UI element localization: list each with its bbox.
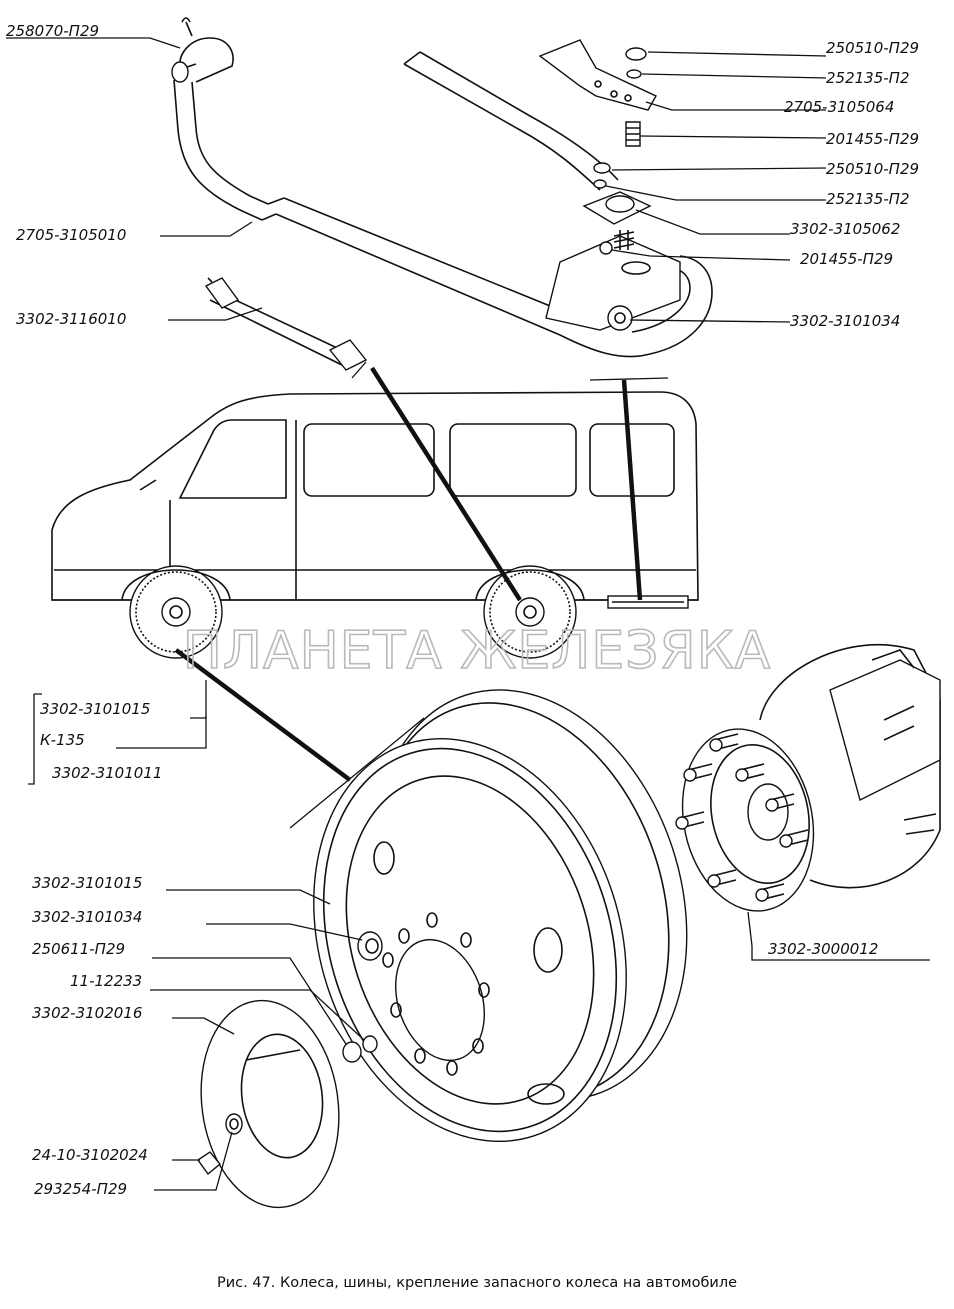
label-2705-3105064: 2705-3105064: [784, 98, 894, 116]
valve-extension-hose: [204, 277, 368, 371]
label-2705-3105010: 2705-3105010: [16, 226, 126, 244]
label-250510-p29-a: 250510-П29: [826, 39, 919, 57]
label-252135-p2-a: 252135-П2: [826, 69, 910, 87]
label-24-10-3102024: 24-10-3102024: [32, 1146, 148, 1164]
spare-wheel-holder-bracket: [171, 17, 713, 358]
label-3302-3116010: 3302-3116010: [16, 310, 126, 328]
label-252135-p2-b: 252135-П2: [826, 190, 910, 208]
label-3302-3101034-top: 3302-3101034: [790, 312, 900, 330]
label-3302-3101015-bot: 3302-3101015: [32, 874, 142, 892]
label-3302-3105062: 3302-3105062: [790, 220, 900, 238]
label-250510-p29-b: 250510-П29: [826, 160, 919, 178]
label-3302-3000012: 3302-3000012: [768, 940, 878, 958]
label-11-12233: 11-12233: [70, 972, 142, 990]
part-labels: 258070-П29 250510-П29 252135-П2 2705-310…: [6, 22, 919, 1198]
label-258070-p29: 258070-П29: [6, 22, 99, 40]
label-k-135: К-135: [40, 731, 85, 749]
label-3302-3101015-top: 3302-3101015: [40, 700, 150, 718]
label-201455-p29-a: 201455-П29: [826, 130, 919, 148]
reference-lines: [174, 361, 669, 829]
wheel-hub: [675, 644, 941, 912]
leader-lines: [6, 37, 930, 1191]
label-250611-p29: 250611-П29: [32, 940, 125, 958]
label-201455-p29-b: 201455-П29: [800, 250, 893, 268]
watermark-text: ПЛАНЕТА ЖЕЛЕЗЯКА: [183, 621, 771, 681]
label-3302-3101034-bot: 3302-3101034: [32, 908, 142, 926]
label-3302-3101011: 3302-3101011: [52, 764, 162, 782]
label-3302-3102016: 3302-3102016: [32, 1004, 142, 1022]
van-illustration: [51, 391, 699, 659]
label-293254-p29: 293254-П29: [34, 1180, 127, 1198]
figure-caption: Рис. 47. Колеса, шины, крепление запасно…: [217, 1275, 737, 1291]
hub-cap: [197, 999, 340, 1209]
wheel-rim-assembly: [313, 689, 688, 1143]
